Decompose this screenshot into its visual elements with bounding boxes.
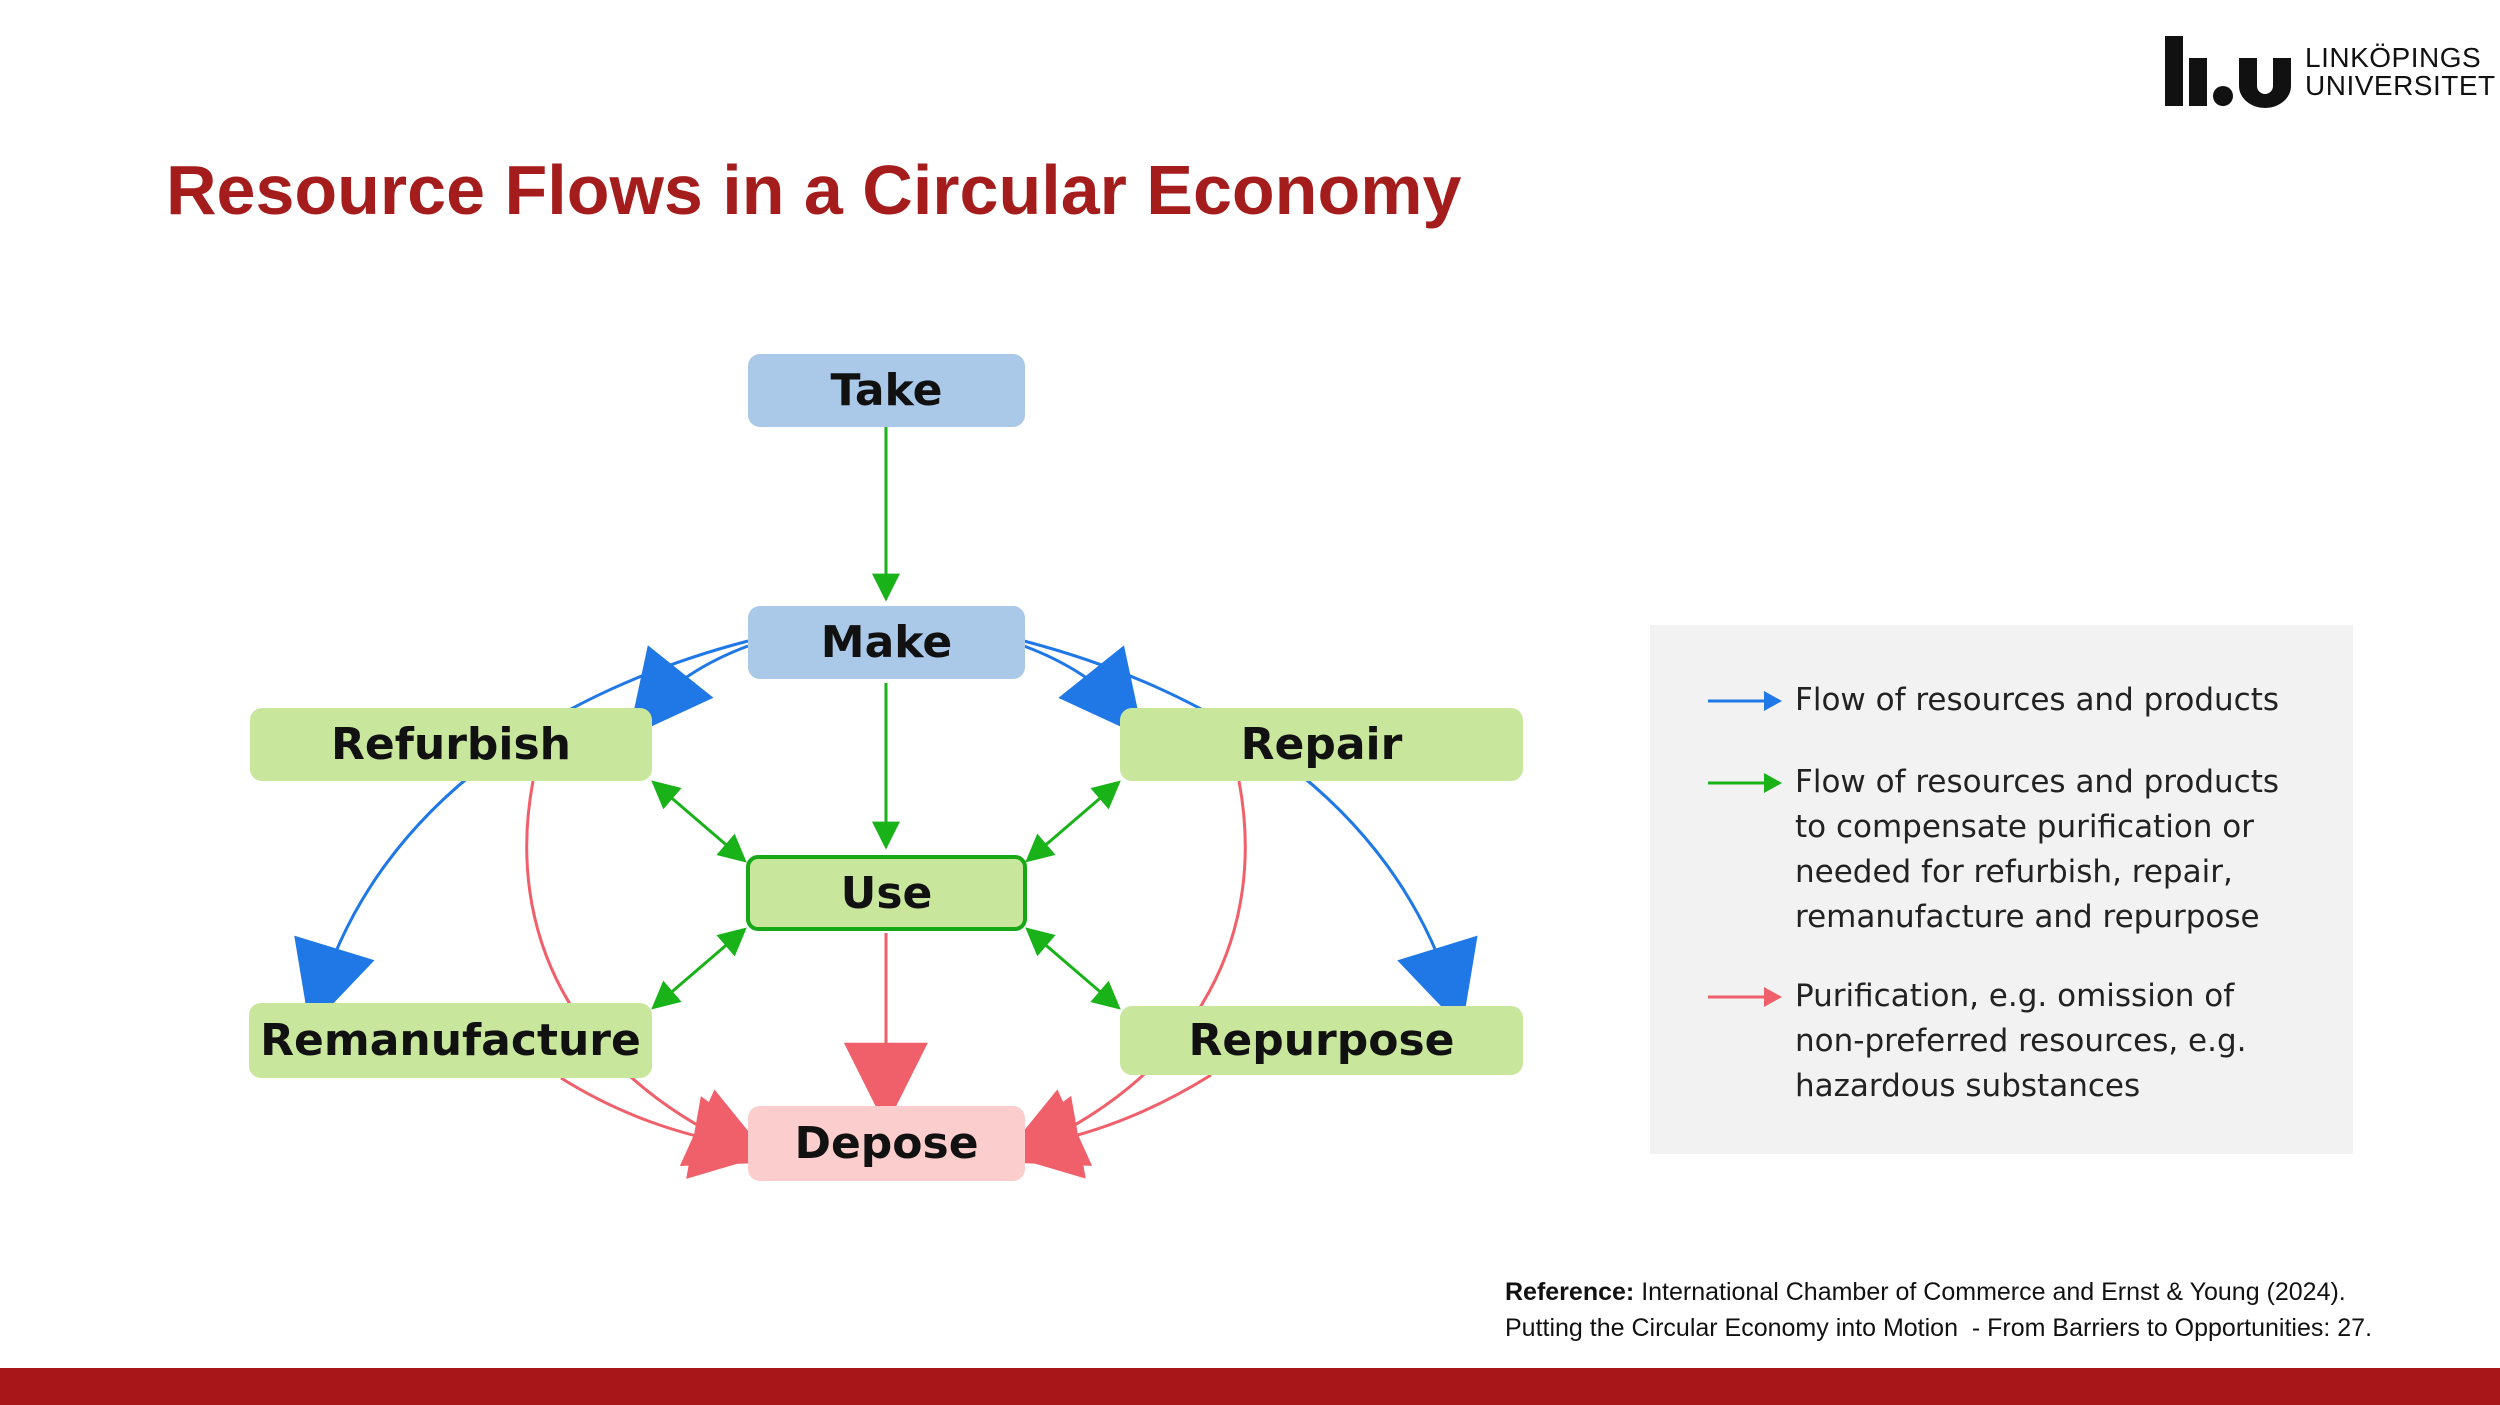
node-remanufacture: Remanufacture xyxy=(249,1003,652,1078)
legend-red-text: Purification, e.g. omission of non-prefe… xyxy=(1795,978,2247,1104)
arrow-remanufacture-depose xyxy=(560,1076,777,1179)
arrow-repair-depose xyxy=(998,780,1247,1166)
arrow-remanufacture-use xyxy=(651,927,747,1010)
node-repurpose: Repurpose xyxy=(1120,1006,1523,1075)
legend: Flow of resources and products Flow of r… xyxy=(1650,625,2353,1154)
arrow-repair-use xyxy=(1025,780,1121,863)
logo-text: LINKÖPINGS UNIVERSITET xyxy=(2305,44,2496,100)
node-repair: Repair xyxy=(1120,708,1523,781)
liu-logo-mark-icon xyxy=(2165,36,2291,108)
logo-line-1: LINKÖPINGS xyxy=(2305,42,2482,73)
node-make: Make xyxy=(748,606,1025,679)
logo-line-2: UNIVERSITET xyxy=(2305,70,2496,101)
arrow-repurpose-depose xyxy=(995,1073,1212,1179)
arrow-refurbish-use xyxy=(651,780,747,863)
node-take: Take xyxy=(748,354,1025,427)
arrow-make-repair xyxy=(1023,644,1144,738)
reference-line-2: Putting the Circular Economy into Motion… xyxy=(1505,1314,2373,1342)
arrow-refurbish-remanufacture xyxy=(294,639,749,1029)
arrow-repair-repurpose xyxy=(1023,639,1478,1029)
node-depose: Depose xyxy=(748,1106,1025,1181)
footer-bar xyxy=(0,1368,2500,1405)
node-refurbish: Refurbish xyxy=(250,708,652,781)
legend-blue-text: Flow of resources and products xyxy=(1795,682,2279,718)
reference-label: Reference: xyxy=(1505,1278,1635,1306)
arrow-refurbish-depose xyxy=(525,780,774,1167)
arrow-repurpose-use xyxy=(1025,927,1121,1010)
slide-title: Resource Flows in a Circular Economy xyxy=(166,151,1462,229)
reference: Reference: International Chamber of Comm… xyxy=(1505,1274,2372,1346)
legend-arrows xyxy=(1708,691,1782,1007)
arrow-make-refurbish xyxy=(628,644,749,738)
legend-green-text: Flow of resources and products to compen… xyxy=(1795,764,2279,935)
liu-logo: LINKÖPINGS UNIVERSITET xyxy=(2165,36,2496,108)
node-use: Use xyxy=(746,855,1027,931)
reference-line-1: International Chamber of Commerce and Er… xyxy=(1641,1278,2346,1306)
